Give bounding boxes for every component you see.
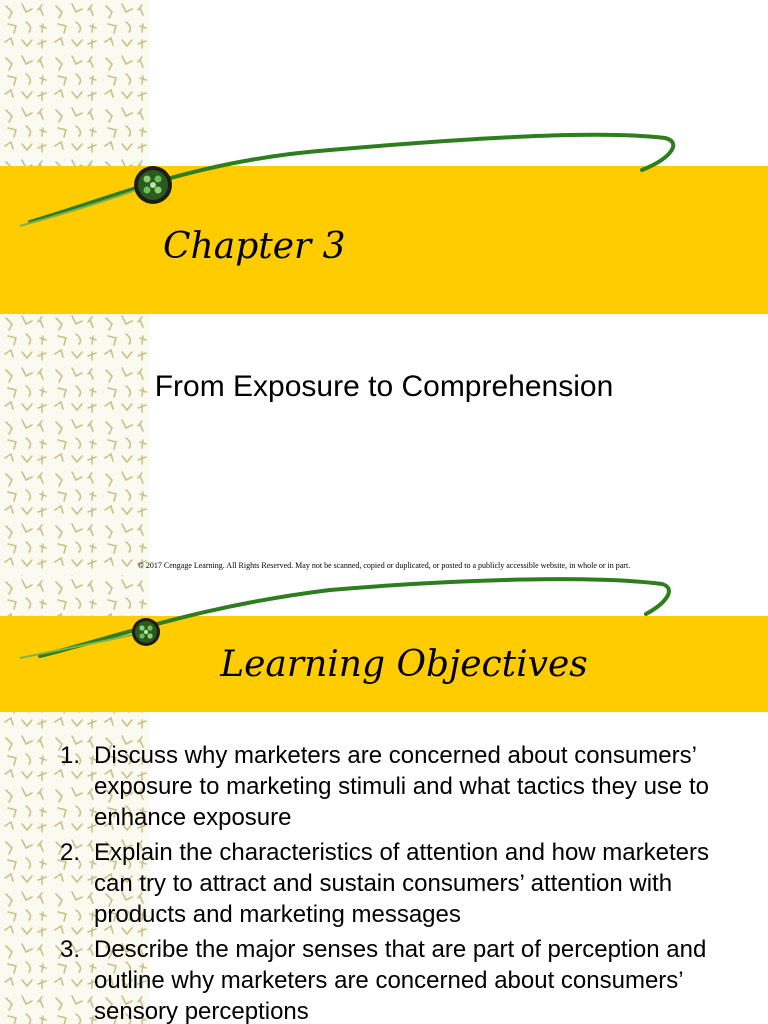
chapter-title: Chapter 3 [163, 226, 346, 267]
list-item: 3. Describe the major senses that are pa… [60, 934, 750, 1024]
slide-learning-objectives: Learning Objectives 1. Discuss why marke… [0, 576, 768, 1024]
objectives-list: 1. Discuss why marketers are concerned a… [60, 740, 750, 1024]
list-item-number: 1. [60, 742, 81, 769]
list-item: 1. Discuss why marketers are concerned a… [60, 740, 750, 833]
slide-chapter-title: Chapter 3 From Exposure to Comprehension… [0, 0, 768, 576]
list-item-text: Explain the characteristics of attention… [94, 839, 709, 928]
chapter-subtitle: From Exposure to Comprehension [154, 370, 614, 403]
list-item: 2. Explain the characteristics of attent… [60, 837, 750, 930]
title-band [0, 166, 768, 314]
list-item-number: 3. [60, 936, 81, 963]
list-item-number: 2. [60, 839, 81, 866]
list-item-text: Describe the major senses that are part … [94, 936, 707, 1024]
copyright-notice: © 2017 Cengage Learning. All Rights Rese… [137, 561, 631, 570]
slide-title: Learning Objectives [220, 644, 588, 685]
list-item-text: Discuss why marketers are concerned abou… [94, 742, 709, 831]
